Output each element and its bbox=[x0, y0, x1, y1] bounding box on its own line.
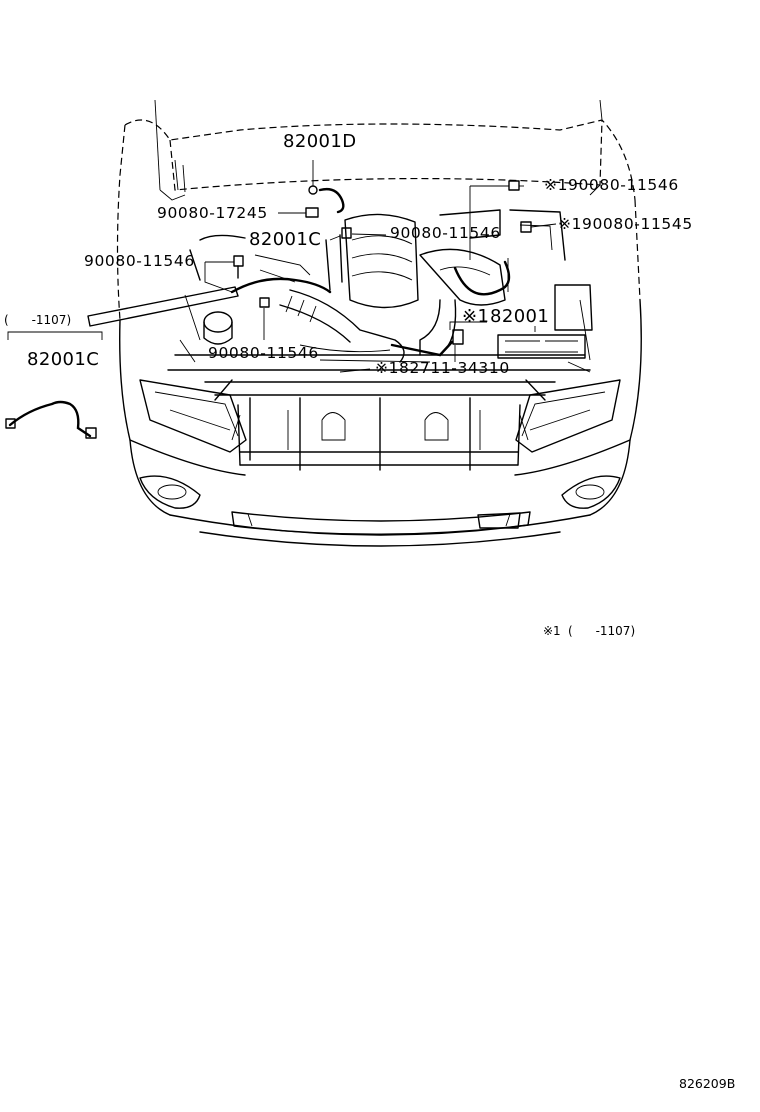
callout-note-mark: ※1 bbox=[558, 215, 583, 233]
callout-82001D: 82001D bbox=[283, 131, 357, 152]
inset-82001C bbox=[5, 331, 103, 439]
callout-note-mark: ※1 bbox=[544, 176, 569, 194]
radiator-support bbox=[167, 354, 591, 471]
callout-82711-34310: 82711-34310 bbox=[399, 359, 510, 377]
inset-range-label: ( -1107) bbox=[4, 313, 72, 327]
callout-90080-11546-left: 90080-11546 bbox=[84, 252, 195, 270]
callout-note-mark: ※1 bbox=[375, 359, 400, 377]
callout-90080-11546-center: 90080-11546 bbox=[390, 224, 501, 242]
engine-components bbox=[179, 209, 593, 373]
callout-90080-11545: 90080-11545 bbox=[582, 215, 693, 233]
leader-lines bbox=[87, 160, 557, 373]
callout-note-mark: ※1 bbox=[462, 306, 490, 327]
callout-90080-11546-lower: 90080-11546 bbox=[208, 344, 319, 362]
wire-harness bbox=[230, 187, 511, 357]
hood-outline bbox=[116, 99, 641, 321]
callout-82001: 82001 bbox=[490, 306, 550, 327]
vehicle-body-outline bbox=[119, 299, 642, 547]
callout-82001C: 82001C bbox=[249, 229, 322, 250]
fasteners bbox=[233, 180, 532, 345]
footnote-mark: ※1 bbox=[543, 624, 561, 638]
callout-90080-11546-right: 90080-11546 bbox=[568, 176, 679, 194]
callout-90080-17245: 90080-17245 bbox=[157, 204, 268, 222]
inset-part-label: 82001C bbox=[27, 349, 100, 370]
footnote-range: ( -1107) bbox=[568, 624, 636, 638]
diagram-code: 826209B bbox=[679, 1076, 736, 1091]
